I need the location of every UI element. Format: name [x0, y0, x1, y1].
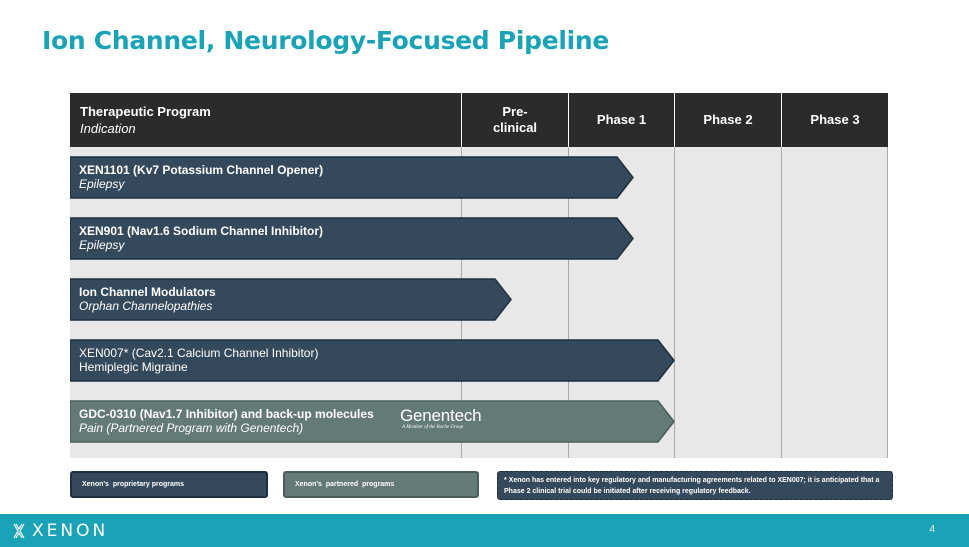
program-name: XEN1101 (Kv7 Potassium Channel Opener)	[79, 163, 324, 177]
arrow-shape	[70, 339, 675, 382]
partner-logo-text: Genentech	[400, 406, 482, 425]
program-header: Therapeutic Program Indication	[80, 103, 211, 137]
column-divider	[461, 93, 462, 458]
slide-title: Ion Channel, Neurology-Focused Pipeline	[42, 26, 610, 55]
program-indication: Epilepsy	[79, 177, 125, 191]
program-name: XEN007* (Cav2.1 Calcium Channel Inhibito…	[79, 346, 319, 360]
program-name: GDC-0310 (Nav1.7 Inhibitor) and back-up …	[79, 407, 374, 421]
program-arrow: XEN901 (Nav1.6 Sodium Channel Inhibitor)…	[70, 216, 634, 261]
phase-header-phase1: Phase 1	[596, 112, 647, 127]
phase-header-preclinical: Pre- clinical	[492, 104, 538, 135]
header-divider	[461, 93, 462, 147]
program-indication: Orphan Channelopathies	[79, 299, 213, 313]
partner-tagline: A Member of the Roche Group	[402, 425, 464, 430]
arrow-shape	[70, 278, 512, 321]
arrow-shape	[70, 156, 634, 199]
program-name: XEN901 (Nav1.6 Sodium Channel Inhibitor)	[79, 224, 324, 238]
column-divider	[674, 93, 675, 458]
indication-header-label: Indication	[80, 121, 136, 136]
program-name: Ion Channel Modulators	[79, 285, 216, 299]
phase-header-phase2: Phase 2	[703, 112, 753, 127]
program-header-label: Therapeutic Program	[80, 104, 211, 119]
program-arrow: Ion Channel Modulators Orphan Channelopa…	[70, 277, 512, 322]
arrow-shape	[70, 400, 675, 443]
legend-partnered: Xenon's partnered programs	[283, 471, 479, 498]
program-indication: Epilepsy	[79, 238, 125, 252]
footer-bar: XENON 4	[0, 514, 969, 547]
pipeline-table: Therapeutic Program Indication Pre- clin…	[70, 93, 888, 458]
column-divider	[887, 93, 888, 458]
genentech-logo: Genentech A Member of the Roche Group	[400, 406, 482, 431]
column-divider	[781, 93, 782, 458]
column-divider	[568, 93, 569, 458]
arrow-shape	[70, 217, 634, 260]
page-number: 4	[929, 524, 935, 535]
xenon-logo-icon	[13, 523, 25, 539]
program-arrow: XEN1101 (Kv7 Potassium Channel Opener) E…	[70, 155, 634, 200]
program-arrow: XEN007* (Cav2.1 Calcium Channel Inhibito…	[70, 338, 675, 383]
xenon-logo: XENON	[12, 521, 108, 541]
header-divider	[568, 93, 569, 147]
header-divider	[674, 93, 675, 147]
footnote: * Xenon has entered into key regulatory …	[497, 471, 893, 500]
program-indication: Hemiplegic Migraine	[79, 360, 188, 374]
legend-proprietary: Xenon's proprietary programs	[70, 471, 268, 498]
logo-text: XENON	[32, 521, 109, 541]
header-divider	[781, 93, 782, 147]
phase-header-phase3: Phase 3	[810, 112, 860, 127]
program-indication: Pain (Partnered Program with Genentech)	[79, 421, 304, 435]
table-header: Therapeutic Program Indication Pre- clin…	[70, 93, 888, 147]
program-arrow: GDC-0310 (Nav1.7 Inhibitor) and back-up …	[70, 399, 675, 444]
